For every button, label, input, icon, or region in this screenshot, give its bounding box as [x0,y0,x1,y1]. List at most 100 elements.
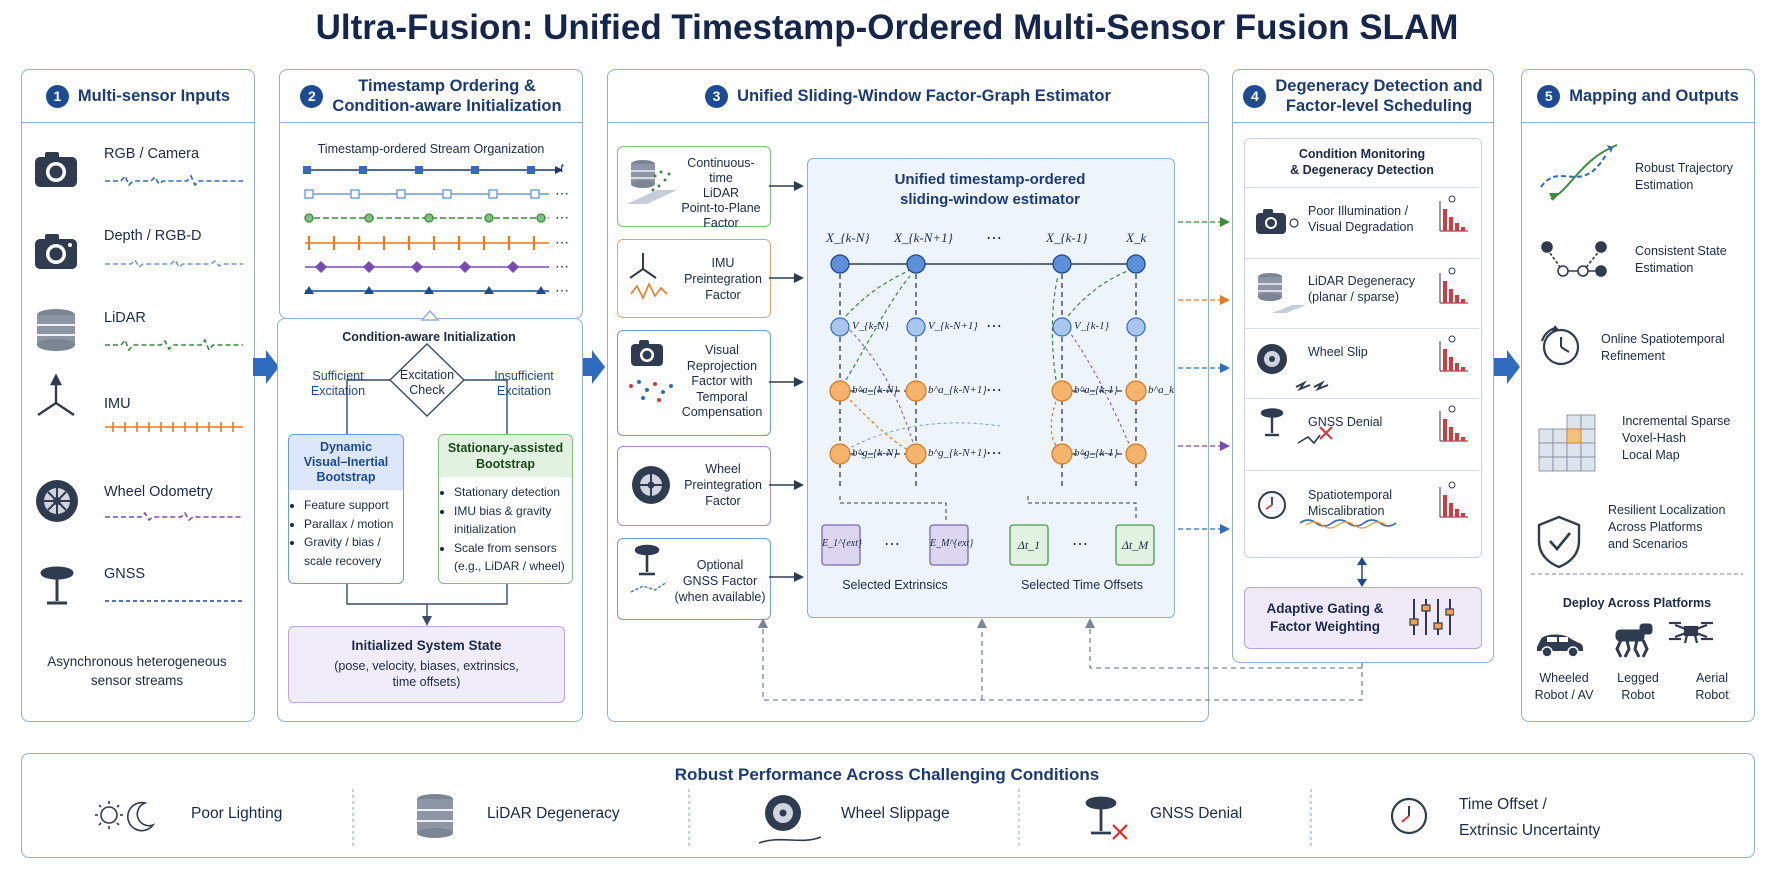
divider [1245,470,1479,471]
panel1-title: Multi-sensor Inputs [77,86,231,105]
accel-bias-label: b^a_k [1148,384,1175,396]
title-line: Condition Monitoring [1298,147,1426,161]
gyro-bias-label: b^g_{k-N+1} [928,447,987,459]
alert-indicator [1439,481,1468,518]
label-line: Online Spatiotemporal [1601,332,1725,346]
panel3-header: 3 Unified Sliding-Window Factor-Graph Es… [608,70,1208,123]
stream-title: Timestamp-ordered Stream Organization [317,142,545,156]
factor-imu-label: IMU Preintegration Factor [680,255,766,303]
sensor-label-depth: Depth / RGB-D [104,228,202,244]
robust-item-label: Wheel Slippage [841,805,950,822]
stream-axis-t: t [560,161,564,176]
label-line: Optional [696,558,744,572]
label-line: and Scenarios [1608,537,1688,551]
sensor-label-imu: IMU [104,396,131,412]
label-line: Factor Weighting [1270,619,1380,634]
point-cloud [651,170,671,192]
title-line: Bootstrap [475,457,536,471]
gnss-icon [1085,796,1117,835]
initialized-state-title: Initialized System State [351,638,502,653]
ellipsis: ⋯ [986,382,1002,399]
depth-camera-icon [35,234,77,269]
drone-icon [1669,621,1713,644]
title-line: Unified timestamp-ordered [894,171,1086,188]
state-label: X_k [1126,230,1147,245]
state-label: X_{k-1} [1046,230,1088,245]
gnss-icon [1260,408,1284,437]
visual-edge [845,422,1001,451]
title-line: Visual–Inertial [303,455,389,469]
label-line: Miscalibration [1308,504,1385,518]
stationary-bootstrap-list: Stationary detection IMU bias & gravity … [439,483,572,576]
wheel-signal [105,511,243,522]
arrow-1-2 [253,350,279,384]
gnss-track [1297,434,1321,445]
factor-wheel-label: Wheel Preintegration Factor [680,461,766,509]
panel4-header: 4 Degeneracy Detection and Factor-level … [1233,70,1493,123]
clock-icon [1258,491,1286,519]
voxel-map-icon [1538,414,1596,472]
title-line: Stationary-assisted [447,441,564,455]
monitor-gating-link [1357,557,1367,587]
imu-edges [845,395,1059,451]
label-line: Wheeled [1539,671,1589,685]
imu-icon [629,253,657,279]
label-line: Temporal [696,389,748,404]
velocity-nodes [830,317,1146,337]
refinement-icon [1540,325,1580,366]
check-line: Excitation [399,368,455,382]
output-icons [1531,144,1743,658]
label-line: Sufficient [312,369,364,383]
state-label: X_{k-N+1} [894,230,953,245]
camera-icon [35,152,77,187]
label-line: Preintegration [684,478,762,492]
panel2-header: 2 Timestamp Ordering & Condition-aware I… [280,70,582,123]
ellipsis: ⋯ [1072,536,1088,553]
deploy-title: Deploy Across Platforms [1562,596,1712,610]
accel-bias-label: b^a_{k-N} [852,384,898,396]
wheel-edges [845,325,1131,447]
ellipsis: ⋯ [986,445,1002,462]
gnss-denied-icon [1112,824,1128,840]
lidar-icon [631,160,655,188]
extrinsic-box-1 [821,524,861,566]
factor-imu [617,239,771,318]
label-line: Continuous-time [687,156,755,185]
clock-icon [1390,797,1428,835]
slip-marks [1295,380,1329,392]
initialized-state-box: Initialized System State (pose, velocity… [288,626,565,703]
label-line: Factor [705,288,741,302]
velocity-label: V_{k-1} [1074,320,1110,332]
label-line: Reprojection [686,358,758,373]
label-line: LiDAR Degeneracy [1308,274,1415,288]
arrow-4-5 [1494,350,1520,384]
stream-ellipsis: ⋯ [555,258,569,274]
title-line: Bootstrap [316,470,376,484]
step-badge: 5 [1537,84,1561,108]
sensor-label-lidar: LiDAR [104,310,146,326]
label-line: (planar / sparse) [1308,290,1400,304]
factor-icons [627,160,677,593]
excitation-check-diamond [388,343,466,417]
label-line: Point-to-Plane [681,201,761,215]
list-item: Scale from sensors (e.g., LiDAR / wheel) [454,539,572,576]
stationary-bootstrap-box: Stationary-assisted Bootstrap Stationary… [438,434,573,584]
lidar-icon [417,794,453,838]
label-line: Robot [1621,688,1655,702]
condition-label: Wheel Slip [1308,344,1368,360]
dynamic-bootstrap-title: Dynamic Visual–Inertial Bootstrap [289,435,403,490]
imu-ticks [112,422,234,432]
label-line: (when available) [674,590,766,604]
label-line: Robust Trajectory [1635,161,1733,175]
sensor-label-wheel: Wheel Odometry [104,484,213,500]
desc-line: time offsets) [392,675,461,689]
panel4-title: Degeneracy Detection and Factor-level Sc… [1275,76,1482,116]
alert-indicator [1439,267,1468,304]
wheel-icon [632,466,670,504]
output-label: Resilient Localization Across Platforms … [1608,502,1725,553]
label-line: Compensation [681,405,763,419]
time-offsets-caption: Selected Time Offsets [1020,578,1144,592]
estimator-box [807,158,1175,618]
check-line: Check [409,383,445,397]
depth-signal [105,258,243,269]
